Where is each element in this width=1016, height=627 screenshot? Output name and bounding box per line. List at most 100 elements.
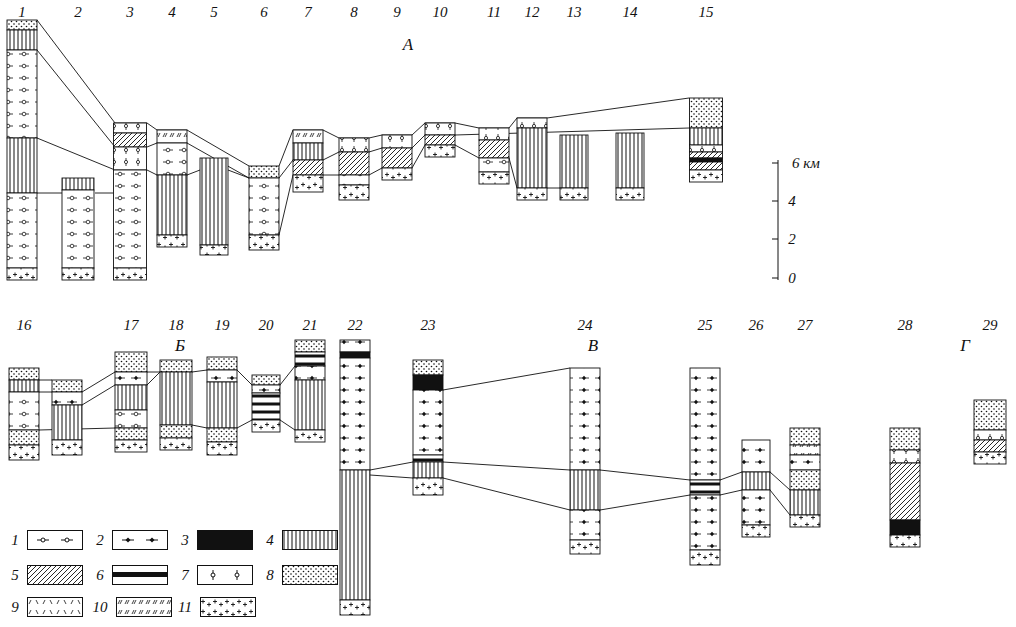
rock-layer bbox=[340, 358, 370, 470]
rock-layer bbox=[293, 175, 323, 192]
rock-layer bbox=[479, 140, 509, 158]
column-number: 25 bbox=[698, 318, 713, 333]
rock-layer bbox=[790, 515, 820, 527]
legend-number: 5 bbox=[11, 568, 19, 583]
rock-layer bbox=[479, 172, 509, 184]
rock-layer bbox=[52, 405, 82, 440]
rock-layer bbox=[295, 380, 325, 430]
rock-layer bbox=[295, 366, 325, 380]
legend-swatch bbox=[112, 530, 168, 550]
rock-layer bbox=[115, 372, 147, 385]
legend-number: 10 bbox=[93, 600, 108, 615]
scale-label: 2 bbox=[788, 232, 796, 247]
scale-label: 4 bbox=[788, 194, 796, 209]
rock-layer bbox=[114, 268, 147, 280]
rock-layer bbox=[742, 490, 770, 525]
correlation-line bbox=[37, 193, 63, 194]
legend-swatch bbox=[27, 565, 83, 585]
legend-number: 6 bbox=[96, 568, 104, 583]
rock-layer bbox=[62, 190, 94, 268]
rock-layer bbox=[62, 268, 94, 280]
column-number: 10 bbox=[433, 5, 448, 20]
rock-layer bbox=[114, 123, 147, 133]
column-number: 22 bbox=[348, 318, 363, 333]
legend-swatch bbox=[27, 597, 83, 617]
rock-layer bbox=[425, 145, 455, 157]
rock-layer bbox=[517, 188, 547, 200]
rock-layer bbox=[295, 352, 325, 366]
rock-layer bbox=[115, 428, 147, 440]
rock-layer bbox=[340, 352, 370, 358]
rock-layer bbox=[293, 143, 323, 160]
rock-layer bbox=[340, 340, 370, 352]
rock-layer bbox=[249, 178, 279, 235]
rock-layer bbox=[742, 525, 770, 537]
legend-number: 4 bbox=[266, 533, 274, 548]
rock-layer bbox=[160, 372, 192, 425]
rock-layer bbox=[7, 268, 37, 280]
column-number: 6 bbox=[260, 5, 268, 20]
rock-layer bbox=[7, 50, 37, 138]
rock-layer bbox=[517, 118, 547, 128]
correlation-line bbox=[370, 475, 570, 510]
rock-layer bbox=[52, 392, 82, 405]
rock-layer bbox=[114, 133, 147, 147]
rock-layer bbox=[413, 390, 443, 455]
rock-layer bbox=[974, 440, 1006, 452]
rock-layer bbox=[413, 462, 443, 478]
rock-layer bbox=[200, 158, 228, 245]
rock-layer bbox=[479, 128, 509, 140]
rock-layer bbox=[52, 380, 82, 392]
legend-number: 7 bbox=[181, 568, 189, 583]
rock-layer bbox=[339, 175, 369, 185]
correlation-line bbox=[39, 380, 52, 381]
column-number: 12 bbox=[525, 5, 540, 20]
column-number: 3 bbox=[126, 5, 134, 20]
rock-layer bbox=[293, 130, 323, 143]
legend-number: 2 bbox=[96, 533, 104, 548]
legend-swatch bbox=[282, 530, 338, 550]
rock-layer bbox=[890, 450, 920, 463]
rock-layer bbox=[382, 135, 412, 148]
rock-layer bbox=[570, 510, 600, 540]
correlation-line bbox=[370, 462, 570, 470]
column-number: 8 bbox=[350, 5, 358, 20]
correlation-line bbox=[39, 392, 52, 393]
correlation-lines bbox=[37, 20, 790, 515]
column-number: 26 bbox=[749, 318, 764, 333]
rock-layer bbox=[890, 428, 920, 450]
rock-layer bbox=[9, 445, 39, 460]
legend-swatch bbox=[282, 565, 338, 585]
rock-layer bbox=[425, 123, 455, 135]
legend-swatch bbox=[200, 597, 256, 617]
column-number: 20 bbox=[259, 318, 274, 333]
rock-layer bbox=[249, 166, 279, 178]
rock-layer bbox=[114, 170, 147, 268]
rock-layer bbox=[413, 455, 443, 462]
column-number: 21 bbox=[303, 318, 318, 333]
rock-layer bbox=[517, 128, 547, 188]
rock-layer bbox=[974, 430, 1006, 440]
rock-layer bbox=[690, 145, 723, 152]
rock-layer bbox=[207, 442, 237, 455]
rock-layer bbox=[382, 168, 412, 180]
rock-layer bbox=[252, 375, 280, 385]
legend-number: 9 bbox=[11, 600, 19, 615]
rock-layer bbox=[690, 152, 723, 158]
rock-layer bbox=[560, 135, 588, 188]
rock-layer bbox=[340, 470, 370, 600]
rock-layer bbox=[425, 135, 455, 145]
rock-layer bbox=[7, 138, 37, 193]
rock-layer bbox=[479, 158, 509, 172]
rock-layer bbox=[9, 368, 39, 380]
column-number: 24 bbox=[578, 318, 593, 333]
rock-layer bbox=[890, 535, 920, 547]
rock-layer bbox=[413, 360, 443, 375]
rock-layer bbox=[339, 185, 369, 200]
rock-layer bbox=[339, 138, 369, 152]
depth-scale bbox=[772, 160, 778, 280]
rock-layer bbox=[413, 375, 443, 390]
rock-layer bbox=[790, 455, 820, 470]
legend-number: 3 bbox=[181, 533, 189, 548]
